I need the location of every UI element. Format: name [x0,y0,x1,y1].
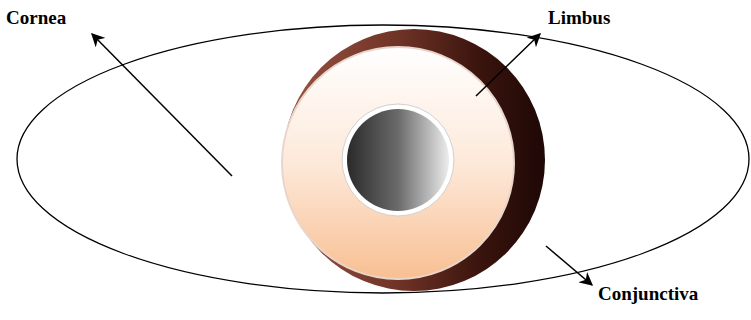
part-label: Conjunctiva [598,284,698,305]
limbus-ring [283,29,545,291]
pupil-rim [342,104,454,216]
leader-line [476,34,540,96]
part-label: Cornea [6,8,66,29]
eye-outline [17,25,749,293]
pupil [347,109,449,211]
leader-line [546,246,592,285]
part-label: Limbus [548,8,610,29]
leader-line [92,34,232,176]
cornea-disc [282,47,514,279]
